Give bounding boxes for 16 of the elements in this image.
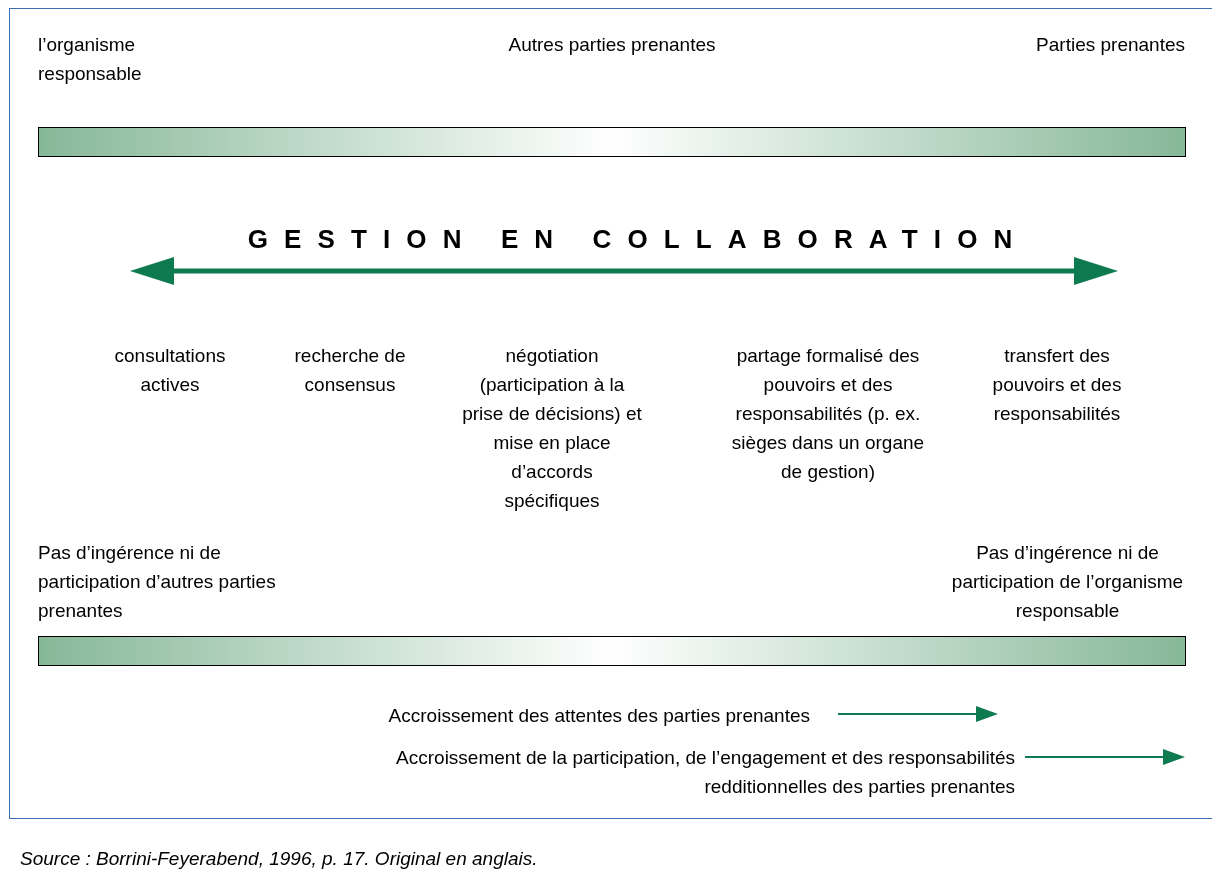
label-text: partage formalisé des pouvoirs et des responsabilités (p. ex. sièges dans un organe de gestion)	[730, 344, 926, 484]
gradient-bar	[38, 127, 1186, 157]
label-text: Pas d’ingérence ni de participation d’autres parties prenantes	[38, 541, 277, 623]
label-text: transfert des pouvoirs et des responsabilités	[991, 344, 1123, 426]
gradient-bar	[38, 636, 1186, 666]
label-text: Parties prenantes	[1035, 33, 1185, 57]
label-text: Accroissement des attentes des parties prenantes	[387, 704, 810, 728]
diagram-title: GESTION EN COLLABORATION	[246, 223, 1030, 256]
caption: Source : Borrini-Feyerabend, 1996, p. 17. Original en anglais.	[20, 847, 538, 871]
label-text: recherche de consensus	[293, 344, 407, 397]
label-text: l’organisme responsable	[38, 33, 143, 86]
label-text: Pas d’ingérence ni de participation de l’organisme responsable	[950, 541, 1185, 623]
label-text: consultations actives	[113, 344, 227, 397]
label-text: Accroissement de la participation, de l’engagement et des responsabilités redditionnelles des parties prenantes	[395, 746, 1015, 799]
label-text: négotiation (participation à la prise de décisions) et mise en place d’accords spécifiques	[462, 344, 642, 513]
label-text: Autres parties prenantes	[507, 33, 717, 57]
